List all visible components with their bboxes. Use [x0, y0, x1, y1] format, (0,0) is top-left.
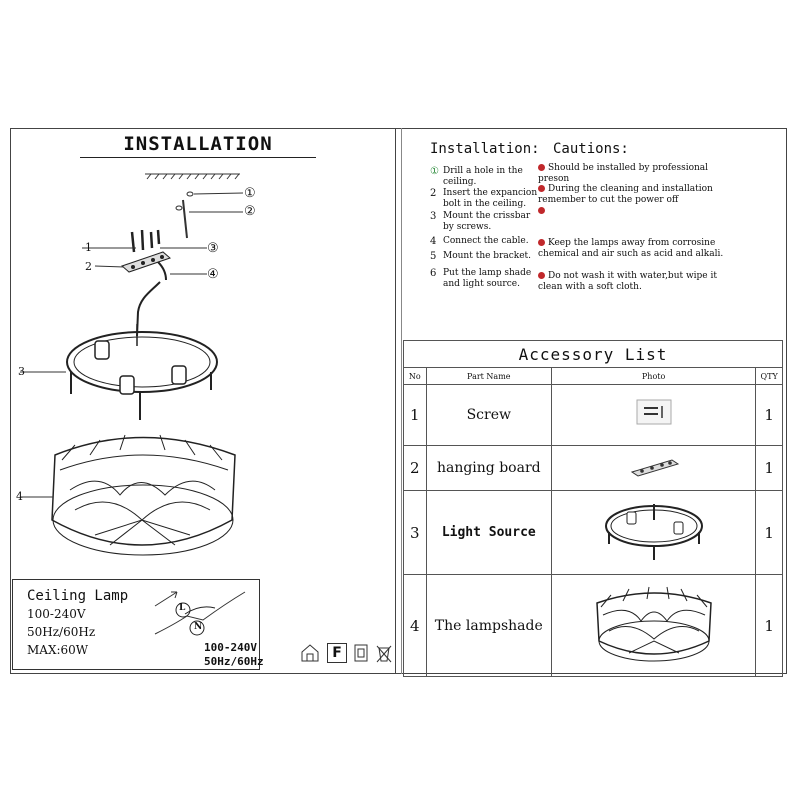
- caution-text: Do not wash it with water,but wipe it cl…: [538, 271, 717, 292]
- spec-max-wattage: MAX:60W: [27, 643, 89, 657]
- wire-l-label: L: [179, 603, 186, 613]
- col-no: No: [403, 367, 427, 385]
- col-qty: QTY: [755, 367, 783, 385]
- step-text: Connect the cable.: [443, 236, 529, 246]
- step-text: Mount the bracket.: [443, 251, 532, 261]
- title-underline: [80, 157, 316, 158]
- callout-2: ②: [244, 204, 256, 219]
- bullet-icon: [538, 272, 545, 279]
- step-text: Insert the expancion bolt in the ceiling…: [443, 188, 538, 209]
- wire-voltage: 100-240V: [204, 641, 257, 654]
- table-row: 3 Light Source 1: [403, 490, 783, 575]
- col-part-name: Part Name: [425, 367, 552, 385]
- instruction-sheet: [10, 128, 787, 674]
- bullet-icon: [538, 207, 545, 214]
- step-num: 3: [430, 211, 437, 222]
- legs: [70, 372, 212, 420]
- table-row: 2 hanging board 1: [403, 445, 783, 491]
- lampshade-photo: [550, 574, 757, 677]
- step-text: Drill a hole in the ceiling.: [443, 166, 523, 187]
- wiring-diagram: [154, 591, 246, 636]
- installation-heading: Installation:: [430, 141, 540, 157]
- exploded-lamp-drawing: [20, 173, 244, 556]
- caution-5: Do not wash it with water,but wipe it cl…: [538, 271, 728, 293]
- table-row: 4 The lampshade 1: [403, 574, 783, 677]
- accessory-table: Accessory List No Part Name Photo QTY 1 …: [403, 340, 783, 677]
- label-4: 4: [16, 490, 23, 503]
- row-qty: 1: [755, 490, 783, 575]
- step-num: ①: [430, 166, 439, 177]
- callout-3: ③: [207, 241, 219, 256]
- row-part-name: Light Source: [425, 490, 552, 575]
- screws-photo: [550, 384, 757, 446]
- row-no: 3: [403, 490, 427, 575]
- row-no: 4: [403, 574, 427, 677]
- label-3: 3: [18, 365, 25, 378]
- ceiling-hole: [186, 191, 194, 197]
- expansion-bolt: [182, 199, 188, 239]
- row-qty: 1: [755, 574, 783, 677]
- spec-box: [12, 579, 260, 670]
- callout-4: ④: [207, 267, 219, 282]
- caution-1: Should be installed by professional pres…: [538, 163, 728, 185]
- caution-text: During the cleaning and installation rem…: [538, 184, 713, 205]
- bullet-icon: [538, 164, 545, 171]
- row-part-name: The lampshade: [425, 574, 552, 677]
- bullet-icon: [538, 239, 545, 246]
- caution-text: Should be installed by professional pres…: [538, 163, 709, 184]
- caution-3: [538, 206, 728, 217]
- row-qty: 1: [755, 384, 783, 446]
- wire-n-label: N: [194, 622, 203, 632]
- spec-frequency: 50Hz/60Hz: [27, 625, 96, 639]
- step-text: Mount the crissbar by screws.: [443, 211, 531, 232]
- row-part-name: Screw: [425, 384, 552, 446]
- accessory-title: Accessory List: [403, 340, 783, 368]
- product-name: Ceiling Lamp: [27, 588, 129, 604]
- row-qty: 1: [755, 445, 783, 491]
- table-header: No Part Name Photo QTY: [403, 367, 783, 385]
- row-no: 2: [403, 445, 427, 491]
- f-mark-icon: F: [327, 643, 347, 663]
- step-num: 4: [430, 236, 437, 247]
- light-source-ring: [66, 331, 218, 393]
- screws: [130, 229, 161, 253]
- step-num: 5: [430, 251, 437, 262]
- caution-4: Keep the lamps away from corrosine chemi…: [538, 238, 728, 260]
- bracket: [157, 261, 167, 281]
- page-divider-inner: [401, 128, 402, 674]
- caution-text: Keep the lamps away from corrosine chemi…: [538, 238, 724, 259]
- table-row: 1 Screw 1: [403, 384, 783, 446]
- row-no: 1: [403, 384, 427, 446]
- step-text: Put the lamp shade and light source.: [443, 268, 532, 289]
- weee-bin-icon: [376, 645, 392, 663]
- col-photo: Photo: [550, 367, 757, 385]
- lampshade-part: [51, 434, 236, 556]
- hanging-board-photo: [550, 445, 757, 491]
- light-source-photo: [550, 490, 757, 575]
- bulbs: [94, 324, 187, 395]
- label-2: 2: [85, 260, 92, 273]
- page-divider: [395, 128, 396, 674]
- installation-title: INSTALLATION: [123, 133, 273, 155]
- label-1: 1: [85, 241, 92, 254]
- caution-2: During the cleaning and installation rem…: [538, 184, 728, 206]
- cable: [136, 281, 161, 337]
- wire-frequency: 50Hz/60Hz: [204, 655, 264, 668]
- class-ii-icon: [354, 644, 368, 662]
- bullet-icon: [538, 185, 545, 192]
- spec-voltage: 100-240V: [27, 607, 86, 621]
- indoor-use-icon: [301, 644, 319, 662]
- callout-1: ①: [244, 186, 256, 201]
- row-part-name: hanging board: [425, 445, 552, 491]
- cautions-heading: Cautions:: [553, 141, 629, 157]
- anchor: [175, 205, 183, 211]
- step-num: 2: [430, 188, 437, 199]
- step-num: 6: [430, 268, 437, 279]
- ceiling-hatch: [145, 173, 240, 180]
